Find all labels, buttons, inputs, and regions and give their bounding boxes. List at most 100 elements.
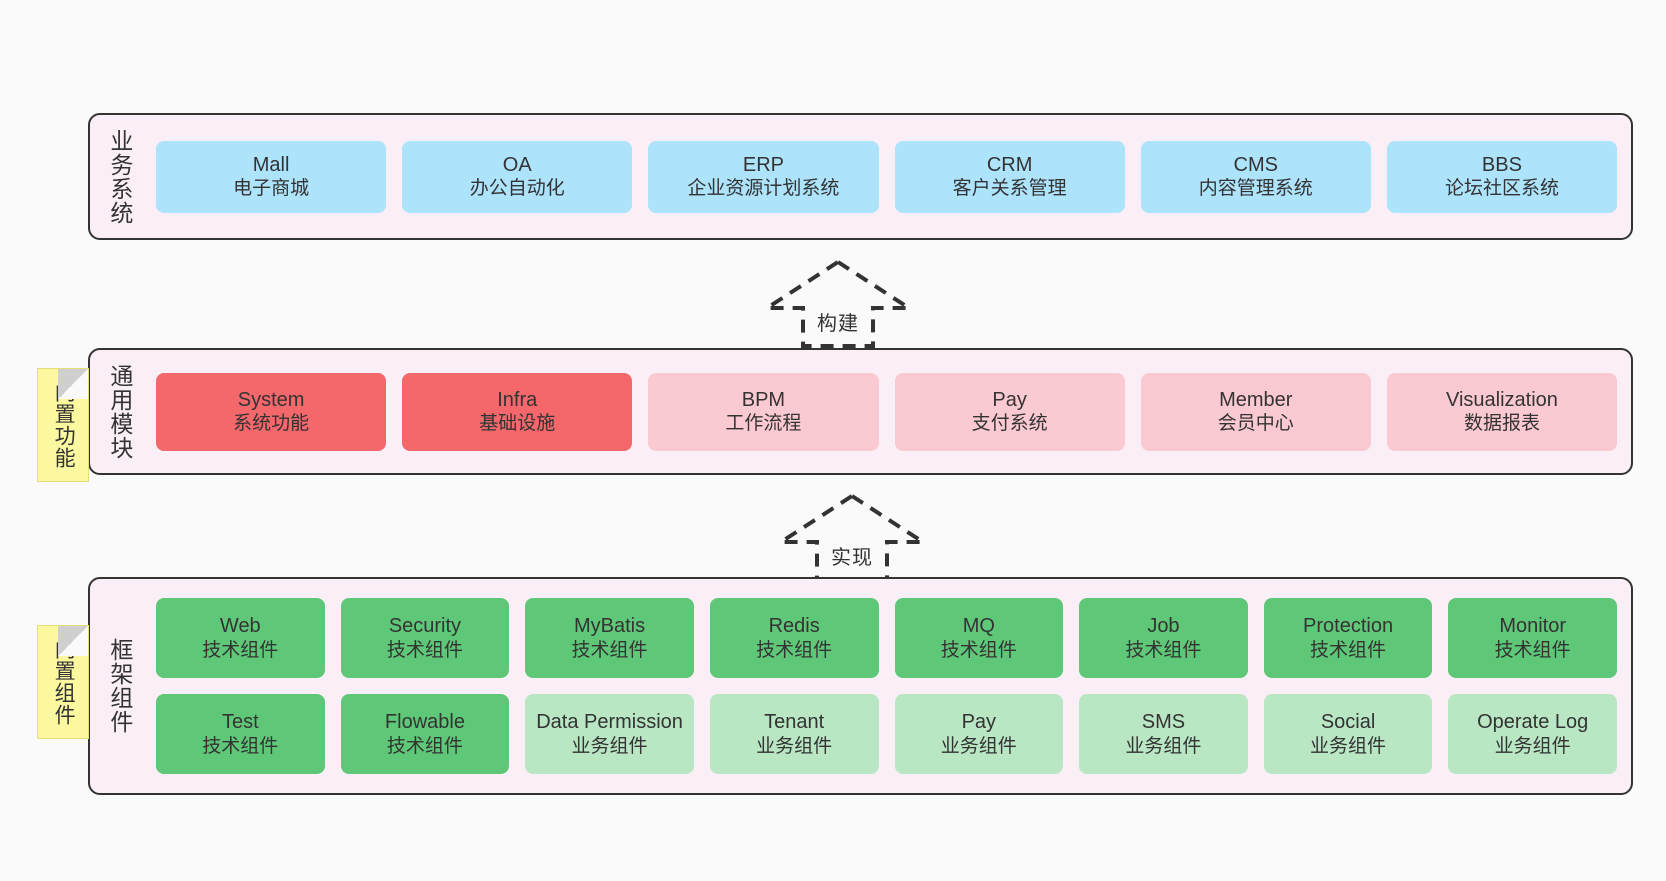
card-title-cn: 业务组件 (756, 735, 833, 757)
card-title-cn: 技术组件 (202, 735, 279, 757)
card-title-cn: 基础设施 (479, 413, 556, 435)
card-title-en: Security (388, 615, 462, 638)
card-web[interactable]: Web 技术组件 (156, 598, 325, 678)
connector-label-realize: 实现 (831, 547, 873, 569)
card-row-modules: System 系统功能 Infra 基础设施 BPM 工作流程 Pay 支付系统… (156, 372, 1618, 451)
card-title-en: System (237, 388, 305, 411)
dashed-up-arrow-shape (774, 493, 930, 582)
card-visualization[interactable]: Visualization 数据报表 (1386, 372, 1618, 451)
layer-body-modules: System 系统功能 Infra 基础设施 BPM 工作流程 Pay 支付系统… (142, 350, 1631, 473)
card-title-cn: 内容管理系统 (1198, 178, 1313, 200)
dashed-up-arrow-shape (760, 259, 916, 348)
card-title-cn: 办公自动化 (469, 178, 565, 200)
card-title-cn: 技术组件 (202, 639, 279, 661)
card-title-cn: 客户关系管理 (952, 178, 1067, 200)
layer-common-modules: 通用模块 System 系统功能 Infra 基础设施 BPM 工作流程 Pay… (88, 348, 1633, 475)
card-cms[interactable]: CMS 内容管理系统 (1140, 140, 1371, 213)
card-title-en: ERP (742, 153, 784, 176)
card-title-cn: 业务组件 (1125, 735, 1202, 757)
card-operate-log[interactable]: Operate Log 业务组件 (1448, 694, 1617, 774)
card-social[interactable]: Social 业务组件 (1263, 694, 1433, 774)
card-system[interactable]: System 系统功能 (156, 372, 387, 451)
card-security[interactable]: Security 技术组件 (340, 598, 510, 678)
card-title-cn: 论坛社区系统 (1444, 178, 1559, 200)
layer-body-framework: Web 技术组件 Security 技术组件 MyBatis 技术组件 Redi… (142, 579, 1631, 793)
card-title-cn: 业务组件 (1310, 735, 1387, 757)
card-mall[interactable]: Mall 电子商城 (156, 140, 387, 213)
card-protection[interactable]: Protection 技术组件 (1263, 598, 1433, 678)
card-title-cn: 技术组件 (940, 639, 1017, 661)
card-title-cn: 技术组件 (386, 639, 463, 661)
note-builtin-features: 内置功能 (37, 368, 89, 482)
card-monitor[interactable]: Monitor 技术组件 (1448, 598, 1617, 678)
card-title-cn: 技术组件 (1310, 639, 1387, 661)
card-title-en: MyBatis (574, 615, 646, 638)
card-redis[interactable]: Redis 技术组件 (709, 598, 879, 678)
card-mybatis[interactable]: MyBatis 技术组件 (525, 598, 694, 678)
card-title-cn: 会员中心 (1217, 413, 1294, 435)
layer-business-systems: 业务系统 Mall 电子商城 OA 办公自动化 ERP 企业资源计划系统 CRM… (88, 113, 1633, 240)
card-bbs[interactable]: BBS 论坛社区系统 (1386, 140, 1618, 213)
card-title-cn: 系统功能 (233, 413, 310, 435)
card-title-cn: 技术组件 (571, 639, 648, 661)
card-title-en: Member (1219, 388, 1293, 411)
card-test[interactable]: Test 技术组件 (156, 694, 325, 774)
layer-title-business: 业务系统 (106, 128, 133, 225)
card-row-business: Mall 电子商城 OA 办公自动化 ERP 企业资源计划系统 CRM 客户关系… (156, 140, 1618, 213)
card-title-en: Pay (992, 388, 1027, 411)
card-flowable[interactable]: Flowable 技术组件 (340, 694, 510, 774)
layer-framework-components: 框架组件 Web 技术组件 Security 技术组件 MyBatis 技术组件… (88, 577, 1633, 795)
card-member[interactable]: Member 会员中心 (1140, 372, 1371, 451)
card-title-en: Flowable (384, 711, 465, 734)
connector-label-build: 构建 (817, 313, 859, 335)
layer-title-framework: 框架组件 (106, 638, 133, 734)
card-title-cn: 技术组件 (1125, 639, 1202, 661)
layer-title-modules: 通用模块 (106, 363, 133, 460)
card-tenant[interactable]: Tenant 业务组件 (709, 694, 879, 774)
card-title-cn: 支付系统 (971, 413, 1048, 435)
card-mq[interactable]: MQ 技术组件 (894, 598, 1064, 678)
card-title-en: Social (1320, 711, 1376, 734)
card-title-cn: 业务组件 (571, 735, 648, 757)
card-title-en: BBS (1481, 153, 1522, 176)
card-title-en: Monitor (1499, 615, 1567, 638)
note-builtin-components: 内置组件 (37, 625, 89, 739)
connector-realize: 实现 (774, 492, 930, 584)
card-title-en: CRM (986, 153, 1033, 176)
card-title-cn: 技术组件 (386, 735, 463, 757)
card-title-cn: 企业资源计划系统 (687, 178, 840, 200)
card-title-en: Mall (252, 153, 290, 176)
card-data-permission[interactable]: Data Permission 业务组件 (525, 694, 694, 774)
card-title-en: Pay (961, 711, 997, 734)
card-bpm[interactable]: BPM 工作流程 (648, 372, 879, 451)
card-title-cn: 数据报表 (1463, 413, 1540, 435)
card-title-en: Test (221, 711, 259, 734)
card-row-framework-business: Test 技术组件 Flowable 技术组件 Data Permission … (156, 694, 1617, 774)
card-title-cn: 电子商城 (233, 178, 310, 200)
card-title-en: Data Permission (536, 711, 683, 734)
card-title-cn: 业务组件 (940, 735, 1017, 757)
card-sms[interactable]: SMS 业务组件 (1079, 694, 1248, 774)
card-infra[interactable]: Infra 基础设施 (402, 372, 633, 451)
card-pay-module[interactable]: Pay 支付系统 (894, 372, 1125, 451)
card-title-en: Protection (1303, 615, 1394, 638)
card-title-en: OA (502, 153, 532, 176)
card-erp[interactable]: ERP 企业资源计划系统 (648, 140, 879, 213)
card-title-en: Tenant (764, 711, 825, 734)
connector-build: 构建 (760, 258, 916, 350)
card-pay-component[interactable]: Pay 业务组件 (894, 694, 1064, 774)
card-title-en: MQ (962, 615, 995, 638)
card-title-en: Visualization (1445, 388, 1558, 411)
card-title-en: Infra (497, 388, 538, 411)
card-row-framework-tech: Web 技术组件 Security 技术组件 MyBatis 技术组件 Redi… (156, 598, 1617, 678)
card-title-en: Web (219, 615, 261, 638)
card-crm[interactable]: CRM 客户关系管理 (894, 140, 1125, 213)
card-title-en: Operate Log (1477, 711, 1589, 734)
card-title-cn: 工作流程 (725, 413, 802, 435)
card-job[interactable]: Job 技术组件 (1079, 598, 1248, 678)
card-oa[interactable]: OA 办公自动化 (402, 140, 633, 213)
card-title-en: BPM (741, 388, 786, 411)
card-title-cn: 业务组件 (1494, 735, 1571, 757)
card-title-en: Redis (768, 615, 820, 638)
